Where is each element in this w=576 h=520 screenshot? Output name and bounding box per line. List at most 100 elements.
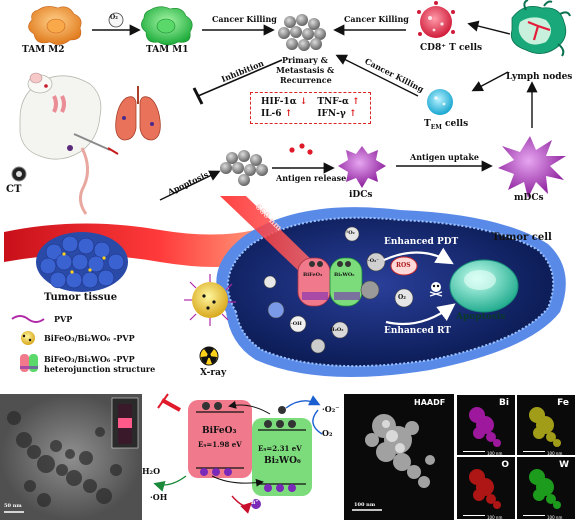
label-hplus: h⁺ (251, 499, 259, 506)
tam-m2-cell-icon (28, 6, 82, 45)
tumor-tissue-icon (36, 232, 128, 292)
label-eg2: E₉=2.31 eV (258, 444, 302, 453)
label-legend-pvp: PVP (54, 314, 73, 324)
haadf-image (344, 394, 454, 520)
map-fe-label: Fe (557, 398, 569, 408)
label-idcs: iDCs (349, 190, 373, 200)
tem-image (0, 394, 142, 520)
label-tam-m1: TAM M1 (146, 45, 189, 55)
label-h2o: H₂O (142, 466, 161, 476)
map-fe-scale: 100 nm (547, 451, 563, 456)
label-o2-small: O₂ (110, 14, 118, 21)
label-bi2wo6: Bi₂WO₆ (264, 456, 301, 466)
skull-icon (429, 282, 443, 297)
cytokine-box: HIF-1α ↓ TNF-α ↑ IL-6 ↑ IFN-γ ↑ (250, 92, 371, 124)
label-bifeo3: BiFeO₃ (202, 426, 237, 436)
inhibition-bar (192, 87, 204, 105)
label-tumor-tissue: Tumor tissue (44, 292, 118, 303)
map-o-label: O (501, 460, 509, 470)
label-legend-hetero-1: BiFeO₃/Bi₂WO₆ -PVP (44, 354, 135, 364)
nucleus-icon (449, 259, 519, 313)
tumor-cell-icon (216, 207, 566, 378)
cytokine-0: HIF-1α ↓ (261, 97, 308, 107)
arrow-apoptosis (159, 170, 221, 201)
label-haadf: HAADF (414, 398, 446, 407)
molecule-icons (263, 226, 386, 354)
label-lymph-nodes: Lymph nodes (506, 72, 573, 82)
nanoparticle-icon (184, 274, 236, 326)
arrow-tem-primary (335, 54, 419, 97)
arrow-enhanced-rt (385, 303, 456, 326)
label-antigen-uptake: Antigen uptake (410, 152, 479, 162)
o2-bubble-icon-right (394, 288, 414, 308)
tem-cell-icon (427, 89, 453, 115)
label-tem-scale: 50 nm (4, 503, 22, 509)
label-metastasis: Metastasis & (276, 65, 335, 75)
label-bi2wo6-small: Bi₂WO₆ (334, 272, 355, 278)
label-ros: ROS (396, 262, 411, 269)
label-tam-m2: TAM M2 (22, 45, 65, 55)
laser-beam (220, 196, 320, 276)
map-bi: Bi 100 nm (456, 394, 516, 456)
arrow-lymph-cd8 (467, 20, 511, 35)
map-o: O 100 nm (456, 456, 516, 520)
label-cancer-killing-1: Cancer Killing (212, 14, 277, 24)
pvp-legend-icon (11, 315, 45, 323)
label-xray: X-ray (200, 368, 227, 378)
label-legend-np: BiFeO₃/Bi₂WO₆ -PVP (44, 333, 135, 343)
lymph-node-icon (510, 0, 571, 57)
label-recurrence: Recurrence (280, 75, 332, 85)
arrow-enhanced-pdt (383, 247, 454, 265)
label-mdcs: mDCs (514, 193, 544, 203)
idc-cell-icon (338, 146, 386, 188)
cytokine-2: IL-6 ↑ (261, 109, 293, 119)
heterojunction-icon (297, 257, 363, 307)
label-h2o2: H₂O₂ (330, 327, 344, 333)
xray-radiation-icon (199, 346, 219, 366)
label-o2-right: O₂ (398, 294, 406, 301)
label-legend-hetero-2: heterojunction structure (44, 364, 156, 374)
label-haadf-scale: 100 nm (354, 502, 376, 508)
cytokine-3: IFN-γ ↑ (317, 109, 357, 119)
label-tumor-cell: Tumor cell (492, 232, 552, 243)
map-w-label: W (559, 460, 569, 470)
label-oh-band: ·OH (150, 492, 168, 502)
label-o2-minus-band: ·O₂⁻ (322, 404, 340, 414)
cd8-t-cell-icon (417, 1, 455, 38)
label-tem-cells: TEM cells (424, 119, 469, 131)
hetero-legend-icon (20, 354, 38, 372)
label-enhanced-pdt: Enhanced PDT (384, 237, 459, 247)
cytokine-1: TNF-α ↑ (317, 97, 360, 107)
map-bi-dots (469, 407, 501, 447)
o2-bubble-icon (108, 12, 124, 28)
map-fe: Fe 100 nm (516, 394, 576, 456)
ros-bubble (390, 256, 418, 276)
map-w-dots (529, 469, 561, 509)
mdc-cell-icon (498, 136, 566, 198)
label-primary: Primary & (282, 55, 328, 65)
label-cancer-killing-2: Cancer Killing (344, 14, 409, 24)
label-antigen-release: Antigen release (276, 173, 347, 183)
primary-tumor-cluster-icon (278, 14, 326, 51)
np-legend-icon (21, 331, 35, 345)
label-ct: CT (6, 184, 22, 195)
label-bifeo3-small: BiFeO₃ (303, 272, 323, 278)
label-enhanced-rt: Enhanced RT (384, 326, 451, 336)
label-oh: ·OH (291, 321, 302, 327)
tam-m1-cell-icon (141, 6, 193, 46)
label-eg1: E₉=1.98 eV (198, 440, 242, 449)
map-o-dots (469, 469, 501, 509)
label-1o2: ¹O₂ (346, 230, 355, 236)
mouse-icon (19, 72, 119, 215)
band-diagram (153, 393, 323, 514)
label-o2-minus: ·O₂⁻ (368, 258, 379, 264)
lungs-icon (115, 86, 161, 141)
label-cd8-t-cells: CD8⁺ T cells (420, 43, 483, 53)
map-bi-label: Bi (499, 398, 509, 408)
apoptotic-cluster-icon (220, 150, 268, 186)
label-o2-band: O₂ (322, 428, 333, 438)
map-bi-scale: 100 nm (487, 451, 503, 456)
arrow-lymph-tem (471, 71, 509, 92)
map-w: W 100 nm (516, 456, 576, 520)
